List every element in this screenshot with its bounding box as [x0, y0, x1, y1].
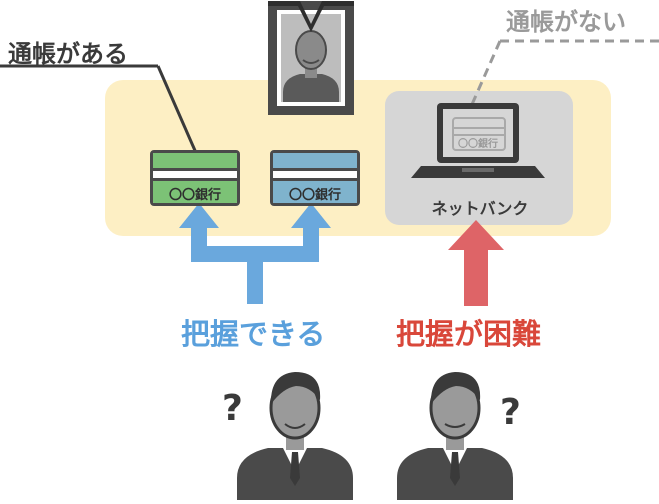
question-mark-right: ? — [500, 392, 521, 433]
laptop-icon: 〇〇銀行 — [411, 103, 545, 178]
businessman-left-icon — [237, 372, 353, 500]
bankbook-green-icon: 〇〇銀行 — [150, 150, 240, 206]
bankbook-blue-bank-name: 〇〇銀行 — [288, 188, 341, 203]
businessman-right-icon — [397, 372, 513, 500]
bankbook-green-bank-name: 〇〇銀行 — [168, 188, 221, 203]
laptop-screen-bank-name: 〇〇銀行 — [458, 137, 498, 150]
hard-to-grasp-label: 把握が困難 — [396, 317, 542, 351]
can-grasp-arrow — [179, 203, 331, 304]
no-bankbook-label: 通帳がない — [506, 8, 626, 36]
hard-to-grasp-arrow — [448, 220, 504, 306]
has-bankbook-label: 通帳がある — [8, 40, 128, 68]
can-grasp-label: 把握できる — [181, 317, 326, 351]
question-mark-left: ? — [222, 388, 243, 429]
bankbook-blue-icon: 〇〇銀行 — [270, 150, 360, 206]
portrait-icon — [268, 1, 354, 115]
netbank-label: ネットバンク — [431, 199, 529, 218]
